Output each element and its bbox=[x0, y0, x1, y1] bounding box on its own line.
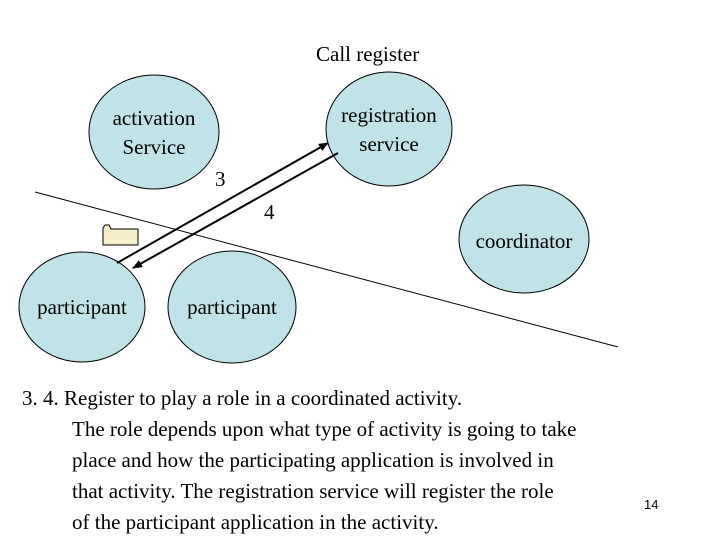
activation-service-label-line2: Service bbox=[122, 135, 186, 159]
registration-service-node[interactable] bbox=[325, 71, 453, 187]
description-line-1: 3. 4. Register to play a role in a coord… bbox=[22, 386, 463, 410]
participant-right-node[interactable] bbox=[167, 250, 297, 364]
description-line-5: of the participant application in the ac… bbox=[72, 510, 439, 534]
activation-service-node[interactable] bbox=[88, 74, 220, 190]
description-line-3: place and how the participating applicat… bbox=[72, 448, 554, 472]
page-number: 14 bbox=[644, 497, 659, 512]
participant-right-label: participant bbox=[187, 295, 277, 319]
step-number-3: 3 bbox=[215, 167, 226, 191]
description-line-2: The role depends upon what type of activ… bbox=[72, 417, 577, 441]
coordinator-label: coordinator bbox=[475, 229, 573, 253]
activation-service-label: activation Service bbox=[104, 104, 204, 162]
registration-service-label-line1: registration bbox=[341, 103, 437, 127]
arrow-register-request bbox=[116, 142, 329, 264]
folder-icon bbox=[102, 224, 139, 246]
boundary-line bbox=[34, 191, 619, 348]
registration-service-label-line2: service bbox=[359, 132, 419, 156]
arrow-register-response bbox=[132, 152, 339, 269]
description-line-4: that activity. The registration service … bbox=[72, 479, 554, 503]
participant-left-node[interactable] bbox=[18, 251, 146, 363]
participant-left-label: participant bbox=[37, 295, 127, 319]
activation-service-label-line1: activation bbox=[112, 106, 196, 130]
registration-service-label: registration service bbox=[331, 101, 447, 159]
step-number-4: 4 bbox=[264, 200, 275, 224]
description-text: 3. 4. Register to play a role in a coord… bbox=[22, 383, 662, 538]
diagram-title: Call register bbox=[316, 42, 420, 66]
coordinator-node[interactable] bbox=[458, 184, 590, 294]
